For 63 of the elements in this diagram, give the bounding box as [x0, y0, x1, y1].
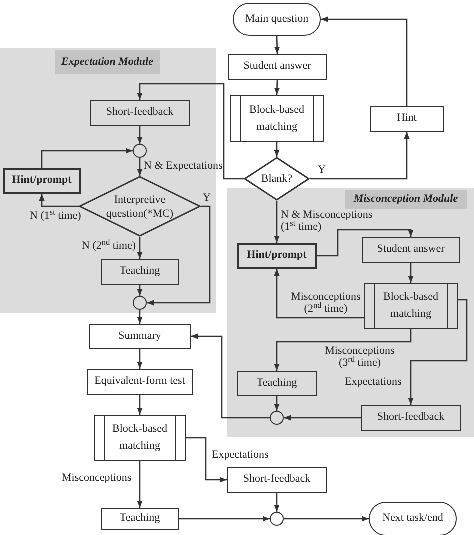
module-panel	[227, 188, 474, 437]
arrow	[321, 16, 408, 106]
process-box: Student answer	[362, 237, 460, 263]
arrow	[137, 349, 143, 369]
arrow	[284, 516, 369, 522]
terminal-box: Main question	[233, 3, 321, 36]
process-box: Teaching	[101, 259, 179, 285]
edge-label: N & Misconceptions (1$^{st}$ time)	[281, 209, 374, 233]
process-box: Equivalent-form test	[87, 369, 193, 395]
edge-label: Y	[318, 164, 326, 176]
arrow	[274, 269, 364, 319]
process-box: Short-feedback	[90, 100, 190, 126]
process-box: Hint	[370, 106, 444, 132]
arrow	[137, 285, 143, 296]
edge-label: N & Expectations	[144, 160, 223, 172]
arrow	[310, 132, 410, 180]
process-box: Teaching	[237, 371, 317, 396]
arrow	[408, 263, 414, 283]
arrow	[147, 206, 211, 306]
module-title: Expectation Module	[55, 50, 160, 74]
arrow	[274, 396, 280, 411]
process-box: Short-feedback	[361, 405, 461, 431]
arrow	[274, 142, 280, 157]
process-box: Student answer	[228, 54, 327, 80]
process-box: Hint/prompt	[3, 168, 81, 194]
arrow	[274, 329, 412, 371]
edge-label: Misconceptions	[62, 472, 132, 484]
edge-label: Y	[203, 192, 211, 204]
arrow	[186, 437, 227, 483]
process-box: Hint/prompt	[237, 243, 317, 269]
arrow	[274, 493, 280, 512]
arrow	[137, 237, 143, 259]
arrow	[179, 516, 270, 522]
edge-label: Misconceptions (2$^{nd}$ time)	[290, 291, 362, 315]
arrow	[274, 201, 280, 243]
arrow	[274, 80, 280, 96]
process-box: Summary	[89, 324, 191, 349]
edge-label: Expectations	[212, 449, 269, 461]
terminal-box: Next task/end	[369, 502, 457, 535]
arrow	[317, 229, 414, 257]
arrow	[39, 194, 79, 208]
arrow	[137, 395, 143, 415]
arrow	[284, 415, 361, 421]
process-box: Block-based matching	[94, 415, 186, 461]
process-box: Short-feedback	[227, 467, 327, 493]
process-box: Block-based matching	[364, 283, 458, 329]
arrow	[408, 299, 468, 405]
arrow	[274, 36, 280, 54]
arrow	[137, 126, 143, 144]
arrow	[191, 334, 270, 419]
arrow	[137, 310, 143, 324]
edge-label: N (2$^{nd}$ time)	[82, 240, 136, 252]
process-box: Teaching	[101, 508, 179, 530]
edge-label: Expectations	[345, 376, 402, 388]
module-title: Misconception Module	[345, 190, 467, 209]
edge-label: N (1$^{st}$ time)	[30, 210, 82, 222]
arrow	[137, 83, 244, 180]
decision-diamond: Blank?	[244, 157, 310, 201]
arrow	[41, 148, 133, 168]
edge-label: Misconceptions (3$^{rd}$ time)	[324, 345, 396, 369]
arrow	[137, 158, 143, 176]
process-box: Block-based matching	[230, 95, 324, 142]
arrow	[137, 461, 143, 508]
